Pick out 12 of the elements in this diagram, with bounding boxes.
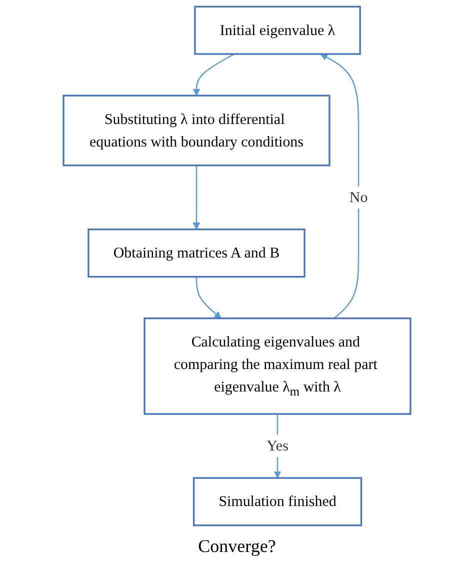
arrow xyxy=(192,53,235,96)
edge-label: Yes xyxy=(266,437,288,454)
node-box: Initial eigenvalue λ xyxy=(194,6,361,55)
edge-label: No xyxy=(349,188,368,206)
edge-note: Converge? xyxy=(198,536,276,556)
node-box: Simulation finished xyxy=(192,477,362,526)
node-box: Calculating eigenvalues and comparing the maximum real part eigenvalue λ$_{m}$ with λ xyxy=(144,318,412,415)
node-box: Substituting λ into differential equations with boundary conditions xyxy=(62,94,330,166)
arrow xyxy=(196,276,222,319)
arrow xyxy=(192,165,200,230)
node-box: Obtaining matrices A and B xyxy=(88,228,306,278)
arrow xyxy=(320,54,360,319)
